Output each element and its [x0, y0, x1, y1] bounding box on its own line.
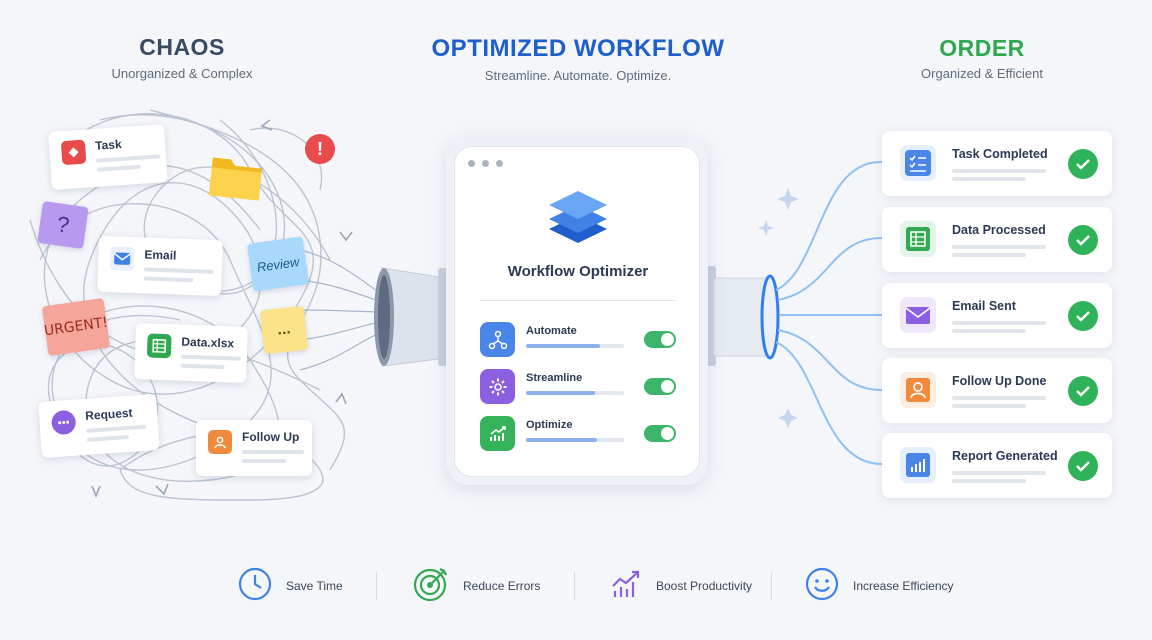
chaos-card-request: Request — [38, 393, 160, 459]
gear-icon — [480, 369, 515, 404]
chat-bubble-icon — [50, 409, 77, 436]
spreadsheet-icon — [900, 221, 936, 257]
divider — [376, 572, 377, 600]
chaos-card-label: Request — [84, 405, 133, 423]
question-note: ? — [37, 201, 89, 249]
person-icon — [208, 430, 232, 454]
alert-symbol: ! — [317, 138, 323, 159]
benefit-reduce-errors: Reduce Errors — [413, 566, 541, 607]
order-card-label: Report Generated — [952, 449, 1058, 463]
question-mark: ? — [55, 211, 71, 238]
right-connector — [706, 266, 780, 366]
chaos-card-data: Data.xlsx — [134, 323, 248, 383]
optimized-title: OPTIMIZED WORKFLOW — [431, 35, 725, 62]
chaos-card-task: Task — [48, 124, 168, 190]
ellipsis-label: ... — [276, 320, 292, 339]
benefit-save-time: Save Time — [238, 567, 343, 606]
order-card-follow-up-done: Follow Up Done — [882, 358, 1112, 423]
review-note: Review — [246, 236, 310, 292]
checklist-icon — [900, 145, 936, 181]
optimizer-title: Workflow Optimizer — [507, 263, 649, 280]
chaos-subtitle: Unorganized & Complex — [111, 66, 253, 81]
optimize-toggle[interactable] — [644, 425, 676, 442]
benefit-label: Boost Productivity — [656, 579, 753, 593]
chaos-card-follow-up: Follow Up — [196, 420, 312, 476]
optimizer-row-streamline: Streamline — [480, 369, 676, 405]
order-card-email-sent: Email Sent — [882, 283, 1112, 348]
ellipsis-note: ... — [259, 305, 309, 355]
order-card-label: Follow Up Done — [952, 374, 1047, 388]
order-card-report-generated: Report Generated — [882, 433, 1112, 498]
progress-track — [526, 391, 624, 395]
person-icon — [900, 372, 936, 408]
progress-fill — [526, 391, 595, 395]
order-subtitle: Organized & Efficient — [921, 66, 1043, 81]
growth-chart-icon — [480, 416, 515, 451]
progress-track — [526, 438, 624, 442]
automate-toggle[interactable] — [644, 331, 676, 348]
optimizer-row-label: Streamline — [526, 372, 583, 384]
chaos-card-label: Task — [94, 137, 123, 153]
optimizer-row-label: Automate — [526, 325, 577, 337]
trend-up-icon — [610, 568, 642, 605]
stack-layers-icon — [547, 187, 609, 251]
alert-icon: ! — [305, 134, 335, 164]
window-dot — [468, 160, 475, 167]
divider — [771, 572, 772, 600]
envelope-icon — [109, 246, 135, 272]
spreadsheet-icon — [146, 333, 172, 359]
optimized-subtitle: Streamline. Automate. Optimize. — [484, 68, 672, 83]
workflow-optimizer-window: Workflow Optimizer Automate Streamline O… — [454, 146, 700, 477]
streamline-toggle[interactable] — [644, 378, 676, 395]
check-icon — [1068, 376, 1098, 406]
order-card-task-completed: Task Completed — [882, 131, 1112, 196]
progress-fill — [526, 438, 597, 442]
chaos-card-email: Email — [97, 235, 223, 297]
divider — [574, 572, 575, 600]
benefit-boost-productivity: Boost Productivity — [610, 568, 752, 604]
chaos-title: CHAOS — [139, 34, 225, 60]
diamond-icon — [60, 139, 87, 166]
optimizer-row-automate: Automate — [480, 322, 676, 358]
check-icon — [1068, 149, 1098, 179]
check-icon — [1068, 451, 1098, 481]
network-icon — [480, 322, 515, 357]
chaos-card-label: Email — [144, 247, 177, 263]
folder-icon — [205, 149, 268, 205]
benefit-label: Increase Efficiency — [853, 579, 954, 593]
order-card-label: Task Completed — [952, 147, 1048, 161]
urgent-label: URGENT! — [43, 314, 109, 340]
chaos-card-label: Follow Up — [242, 430, 300, 444]
sparkles — [758, 188, 799, 428]
progress-track — [526, 344, 624, 348]
envelope-icon — [900, 297, 936, 333]
clock-icon — [238, 567, 272, 606]
output-lines — [775, 160, 883, 465]
chaos-arrows — [91, 119, 353, 499]
order-card-label: Email Sent — [952, 299, 1016, 313]
urgent-note: URGENT! — [41, 297, 111, 357]
bar-chart-icon — [900, 447, 936, 483]
left-funnel — [374, 267, 448, 367]
review-label: Review — [255, 253, 301, 275]
order-card-label: Data Processed — [952, 223, 1046, 237]
target-icon — [413, 566, 449, 607]
optimizer-row-label: Optimize — [526, 419, 573, 431]
benefit-label: Save Time — [286, 579, 343, 593]
progress-fill — [526, 344, 600, 348]
order-title: ORDER — [939, 35, 1025, 61]
chaos-card-label: Data.xlsx — [181, 334, 235, 351]
benefit-label: Reduce Errors — [463, 579, 541, 593]
benefit-increase-efficiency: Increase Efficiency — [805, 567, 954, 606]
order-card-data-processed: Data Processed — [882, 207, 1112, 272]
smiley-icon — [805, 567, 839, 606]
divider — [480, 300, 676, 301]
window-dot — [482, 160, 489, 167]
window-dot — [496, 160, 503, 167]
check-icon — [1068, 225, 1098, 255]
optimizer-row-optimize: Optimize — [480, 416, 676, 452]
check-icon — [1068, 301, 1098, 331]
